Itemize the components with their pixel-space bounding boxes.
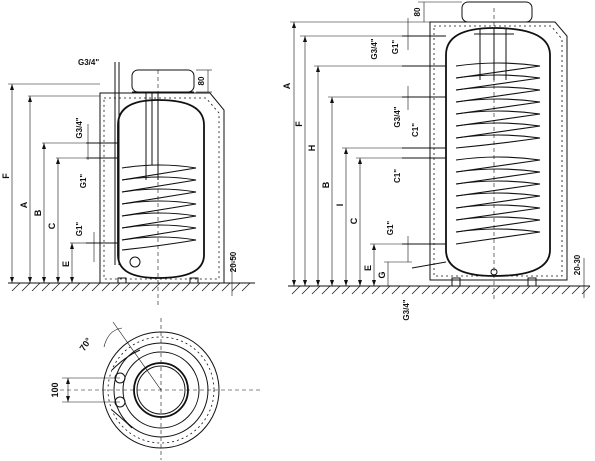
right-top-cap — [461, 1, 533, 23]
left-label-C: C — [47, 222, 57, 229]
left-conn-label-3: G1" — [75, 222, 84, 237]
right-label-A: A — [282, 82, 292, 89]
left-conn-label-1: G3/4" — [75, 117, 84, 138]
right-label-I: I — [335, 204, 345, 207]
right-conn-label-1: G1" — [391, 40, 400, 55]
left-label-F: F — [1, 173, 11, 179]
left-dim-20-50: 20-50 — [229, 251, 238, 272]
left-top-cap — [131, 69, 195, 93]
right-conn-label-5: G1" — [386, 221, 395, 236]
left-tank-view: F A B C E G3/4" G3/4" G1" G1" 80 20-50 — [1, 58, 255, 305]
plan-angle-label: 70° — [78, 336, 94, 353]
left-dim-80: 80 — [197, 76, 206, 85]
right-dim-20-30: 20-30 — [573, 254, 582, 275]
right-conn-label-6: G3/4" — [402, 299, 411, 320]
right-inner-vessel — [445, 27, 551, 277]
right-conn-label-2: G3/4" — [393, 106, 402, 127]
right-ground-hatch — [291, 285, 591, 295]
right-conn-label-0: G3/4" — [370, 38, 379, 59]
right-label-F: F — [294, 121, 304, 127]
right-dim-80: 80 — [413, 7, 422, 16]
right-lower-coil — [455, 156, 541, 245]
left-label-E: E — [61, 261, 71, 267]
plan-view: 70° 100 — [50, 318, 262, 460]
right-label-H: H — [307, 145, 317, 152]
left-heating-coil — [121, 164, 197, 251]
plan-spacing-label: 100 — [50, 382, 60, 397]
right-conn-label-3: C1" — [411, 123, 420, 137]
left-label-B: B — [33, 209, 43, 216]
right-label-E: E — [363, 265, 373, 271]
left-inner-vessel — [117, 99, 205, 279]
right-label-B: B — [321, 181, 331, 188]
left-label-A: A — [19, 201, 29, 208]
left-conn-label-2: G1" — [79, 174, 88, 189]
right-tank-view: A F H B I C E G G3/4" G1" G3/4" C1" C1" … — [282, 1, 591, 321]
right-label-G: G — [377, 271, 387, 278]
right-label-C: C — [349, 217, 359, 224]
right-conn-label-4: C1" — [393, 169, 402, 183]
right-outer-casing — [429, 21, 568, 281]
left-outer-casing — [99, 92, 225, 284]
left-conn-label-0: G3/4" — [78, 58, 99, 67]
right-upper-coil — [455, 62, 541, 149]
left-ground-hatch — [11, 282, 251, 292]
plan-outer-ring — [102, 331, 220, 449]
